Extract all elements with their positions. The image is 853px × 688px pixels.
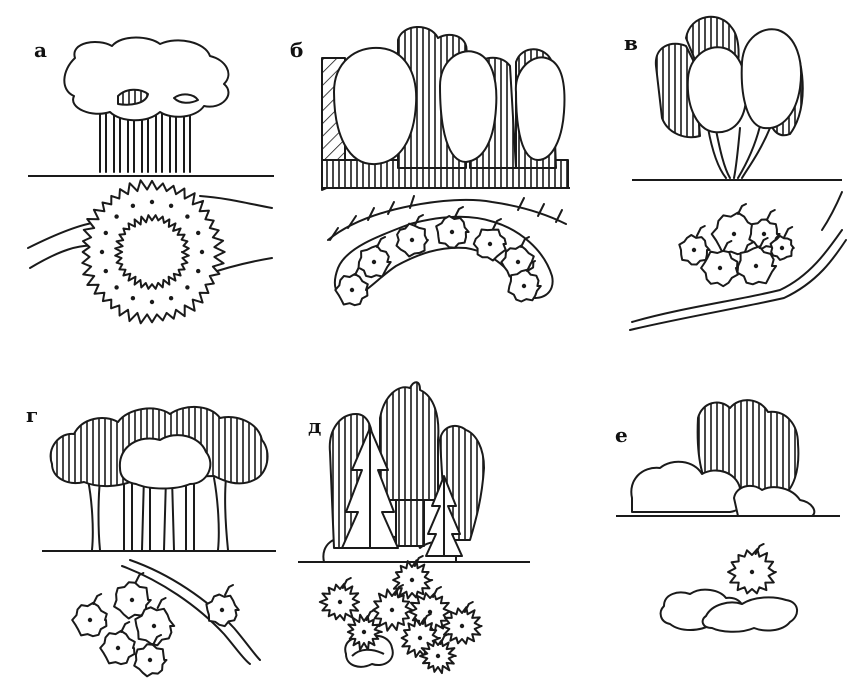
- trunk-point-marker: [488, 242, 492, 246]
- panel-e-elevation: [616, 400, 840, 516]
- trunk-point-marker: [350, 288, 354, 292]
- trunk-point-marker: [116, 646, 120, 650]
- trunk-point-marker: [196, 269, 200, 273]
- trunk-point-marker: [169, 204, 173, 208]
- panel-e-plan: [661, 544, 797, 632]
- trunk-point-marker: [148, 658, 152, 662]
- trunk-point-marker: [410, 578, 414, 582]
- trunk-point-marker: [410, 238, 414, 242]
- trunk-point-marker: [104, 231, 108, 235]
- trunk-point-marker: [169, 296, 173, 300]
- trunk-point-marker: [114, 214, 118, 218]
- trunk-point-marker: [516, 260, 520, 264]
- panel-b-plan: [328, 196, 566, 305]
- trunk-point-marker: [780, 246, 784, 250]
- trunk-point-marker: [390, 608, 394, 612]
- crown-sprig: [767, 210, 775, 220]
- trunk-point-marker: [750, 570, 754, 574]
- trunk-point-marker: [131, 296, 135, 300]
- trunk-point-marker: [732, 232, 736, 236]
- crown-sprig: [455, 207, 463, 217]
- panel-d-elevation: [298, 382, 530, 562]
- crown-sprig: [738, 204, 746, 214]
- trunk-point-marker: [762, 232, 766, 236]
- trunk-point-marker: [338, 600, 342, 604]
- crown-sprig: [784, 227, 792, 237]
- trunk-point-marker: [692, 248, 696, 252]
- trunk-point-marker: [362, 630, 366, 634]
- crown-sprig: [93, 594, 101, 604]
- trunk-point-marker: [200, 250, 204, 254]
- panel-a-plan: [28, 180, 272, 323]
- crown-sprig: [158, 598, 166, 608]
- trunk-point-marker: [460, 624, 464, 628]
- panel-b-elevation: [322, 27, 570, 190]
- trunk-point-marker: [150, 200, 154, 204]
- trunk-point-marker: [185, 214, 189, 218]
- trunk-point-marker: [522, 284, 526, 288]
- trunk-point-marker: [754, 264, 758, 268]
- panel-v-elevation: [632, 17, 842, 180]
- trunk-point-marker: [220, 608, 224, 612]
- trunk-point-marker: [150, 300, 154, 304]
- trunk-point-marker: [88, 618, 92, 622]
- crown-sprig: [121, 622, 129, 632]
- trunk-point-marker: [450, 230, 454, 234]
- trunk-point-marker: [436, 654, 440, 658]
- trunk-point-marker: [196, 231, 200, 235]
- trunk-point-marker: [418, 636, 422, 640]
- trunk-point-marker: [372, 260, 376, 264]
- trunk-point-marker: [718, 266, 722, 270]
- trunk-point-marker: [130, 598, 134, 602]
- crown-sprig: [135, 573, 143, 583]
- panel-d-plan: [320, 556, 482, 673]
- panel-g-plan: [72, 560, 260, 676]
- trunk-point-marker: [152, 624, 156, 628]
- trunk-point-marker: [131, 204, 135, 208]
- panel-v-plan: [630, 192, 846, 330]
- panel-a-elevation: [28, 38, 274, 177]
- crown-sprig: [225, 585, 233, 595]
- panel-g-elevation: [42, 407, 276, 551]
- trunk-point-marker: [114, 285, 118, 289]
- trunk-point-marker: [185, 285, 189, 289]
- crown-sprig: [697, 226, 705, 236]
- trunk-point-marker: [100, 250, 104, 254]
- trunk-point-marker: [104, 269, 108, 273]
- crown-sprig: [433, 587, 441, 597]
- crown-sprig: [366, 610, 374, 620]
